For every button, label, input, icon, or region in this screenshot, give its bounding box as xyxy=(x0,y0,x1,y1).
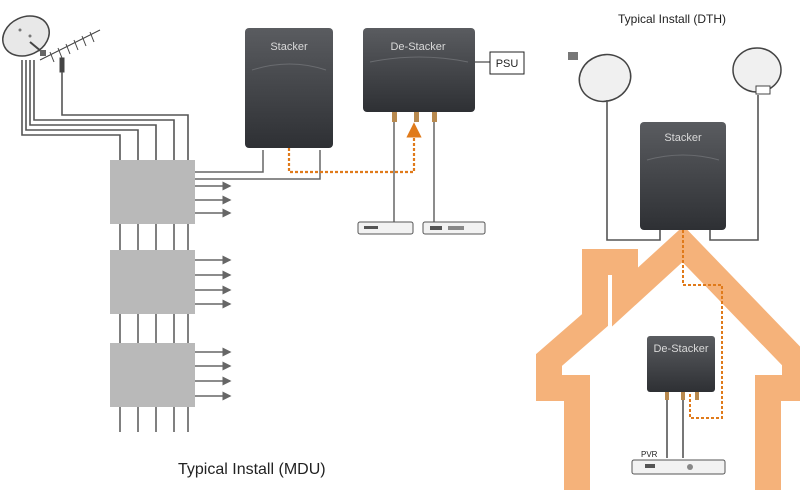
stacker-input-cables xyxy=(195,150,321,180)
stacker-dth-label: Stacker xyxy=(664,132,702,144)
destacker-dth: De-Stacker xyxy=(647,336,715,400)
stacked-coax-dth xyxy=(682,230,723,419)
destacker-mdu: De-Stacker xyxy=(363,28,475,122)
multiswitch-3 xyxy=(110,343,195,407)
receiver-1 xyxy=(357,221,414,235)
dth-feed-cables xyxy=(606,95,759,241)
psu-label: PSU xyxy=(496,58,519,70)
receiver-2 xyxy=(422,221,486,235)
cascade-lines xyxy=(119,224,189,432)
stacker-mdu-label: Stacker xyxy=(270,41,308,53)
multiswitch-1 xyxy=(110,160,195,224)
output-arrows xyxy=(195,181,232,401)
destacker-dth-label: De-Stacker xyxy=(653,343,708,355)
satellite-dish-icon xyxy=(2,15,50,57)
destacker-output-cables xyxy=(393,122,435,222)
antenna-icon xyxy=(39,29,101,73)
stacked-coax-mdu xyxy=(287,122,422,174)
satellite-dish-icon-dth-right xyxy=(732,47,782,95)
stacker-mdu: Stacker xyxy=(245,28,333,148)
psu-box: PSU xyxy=(475,51,525,75)
pvr-label: PVR xyxy=(641,450,658,459)
destacker-mdu-label: De-Stacker xyxy=(390,41,445,53)
caption-dth: Typical Install (DTH) xyxy=(618,12,726,26)
pvr-cables xyxy=(666,400,684,458)
caption-mdu: Typical Install (MDU) xyxy=(178,461,326,478)
pvr-receiver: PVR xyxy=(631,450,726,475)
house-outline xyxy=(536,225,800,490)
satellite-dish-icon-dth-left xyxy=(568,52,632,103)
stacker-dth: Stacker xyxy=(640,122,726,230)
feed-cables xyxy=(21,60,189,160)
multiswitch-2 xyxy=(110,250,195,314)
